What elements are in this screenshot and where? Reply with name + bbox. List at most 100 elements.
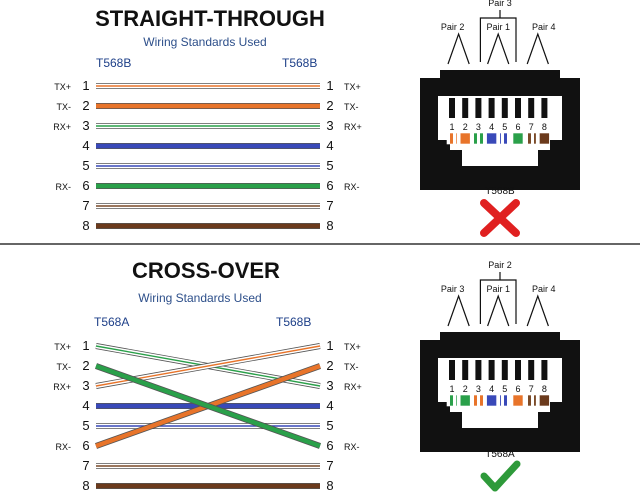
straight-connector-label: T568B [485, 186, 515, 197]
left-pin-number: 4 [82, 138, 89, 153]
left-pin-number: 5 [82, 418, 89, 433]
cross-wire-group [94, 343, 322, 489]
right-pin-number: 1 [326, 78, 333, 93]
left-pin-number: 3 [82, 118, 89, 133]
left-signal-label: RX+ [53, 382, 71, 392]
connector-pin-number: 5 [502, 122, 507, 132]
pair-label: Pair 3 [488, 0, 512, 8]
right-pin-number: 2 [326, 98, 333, 113]
right-signal-label: RX- [344, 442, 360, 452]
straight-title: STRAIGHT-THROUGH [95, 6, 325, 31]
connector-pin-number: 6 [515, 122, 520, 132]
straight-subtitle: Wiring Standards Used [143, 35, 266, 49]
right-signal-label: TX+ [344, 342, 361, 352]
pair-vee [487, 32, 510, 65]
connector-pin-number: 3 [476, 384, 481, 394]
pair-vee [447, 294, 470, 327]
connector-pin-number: 8 [542, 384, 547, 394]
pair-bracket [479, 279, 517, 324]
connector-wire-color [459, 132, 471, 145]
left-signal-label: TX- [57, 362, 72, 372]
contact-slot [528, 360, 535, 380]
left-pin-number: 5 [82, 158, 89, 173]
pair-vee [526, 32, 549, 65]
right-pin-number: 8 [326, 218, 333, 233]
contact-slot [541, 360, 548, 380]
left-signal-label: RX- [56, 442, 72, 452]
right-signal-label: RX+ [344, 382, 362, 392]
connector-pin-number: 7 [529, 384, 534, 394]
straight-wire-group [96, 83, 320, 229]
right-pin-number: 8 [326, 478, 333, 493]
contact-slot [488, 360, 495, 380]
contact-slot [449, 98, 455, 118]
pair-label: Pair 2 [441, 22, 465, 32]
connector-pin-number: 2 [463, 384, 468, 394]
pair-vee [447, 32, 470, 65]
right-pin-number: 7 [326, 458, 333, 473]
connector-wire-color [446, 132, 458, 145]
left-signal-label: TX- [57, 102, 72, 112]
connector-wire-color [499, 132, 511, 145]
left-pin-number: 6 [82, 178, 89, 193]
left-pin-number: 7 [82, 458, 89, 473]
connector-wire-color [486, 394, 497, 407]
right-pin-number: 6 [326, 438, 333, 453]
right-pin-number: 4 [326, 398, 333, 413]
left-pin-number: 1 [82, 338, 89, 353]
left-pin-number: 1 [82, 78, 89, 93]
straight-left-standard: T568B [96, 56, 131, 70]
right-signal-label: TX- [344, 362, 359, 372]
connector-pin-number: 3 [476, 122, 481, 132]
cross-right-standard: T568B [276, 315, 311, 329]
contact-slot [501, 360, 508, 380]
left-signal-label: RX+ [53, 122, 71, 132]
left-pin-number: 8 [82, 218, 89, 233]
wire [94, 363, 322, 449]
contact-slot [515, 98, 521, 118]
pair-label: Pair 4 [532, 284, 556, 294]
connector-pin-number: 2 [463, 122, 468, 132]
connector-pin-number: 4 [489, 384, 494, 394]
contact-slot [528, 98, 535, 118]
pair-label: Pair 1 [486, 22, 510, 32]
pair-label: Pair 2 [488, 260, 512, 270]
connector-wire-color [486, 132, 497, 145]
connector-pin-number: 5 [502, 384, 507, 394]
right-signal-label: RX+ [344, 122, 362, 132]
right-signal-label: RX- [344, 182, 360, 192]
right-signal-label: TX- [344, 102, 359, 112]
right-pin-number: 7 [326, 198, 333, 213]
cross-subtitle: Wiring Standards Used [138, 291, 261, 305]
contact-slot [515, 360, 521, 380]
contact-slot [449, 360, 455, 380]
connector-pin-number: 6 [515, 384, 520, 394]
straight-through-section: STRAIGHT-THROUGH Wiring Standards Used T… [53, 0, 580, 237]
connector-wire-color [499, 394, 511, 407]
contact-slot [501, 98, 508, 118]
connector-pin-number: 1 [449, 122, 454, 132]
right-pin-number: 4 [326, 138, 333, 153]
straight-right-standard: T568B [282, 56, 317, 70]
connector-pin-number: 1 [449, 384, 454, 394]
connector-wire-color [539, 132, 550, 145]
pair-bracket [479, 17, 517, 62]
right-pin-number: 1 [326, 338, 333, 353]
right-pin-number: 5 [326, 418, 333, 433]
right-pin-number: 6 [326, 178, 333, 193]
connector-pin-number: 8 [542, 122, 547, 132]
cross-title: CROSS-OVER [132, 258, 280, 283]
left-signal-label: RX- [56, 182, 72, 192]
left-pin-number: 8 [82, 478, 89, 493]
right-pin-number: 5 [326, 158, 333, 173]
connector-wire-color [525, 132, 537, 145]
left-signal-label: TX+ [54, 82, 71, 92]
right-pin-number: 3 [326, 118, 333, 133]
connector-wire-color [539, 394, 550, 407]
pair-label: Pair 1 [486, 284, 510, 294]
contact-slot [475, 98, 482, 118]
left-pin-number: 2 [82, 98, 89, 113]
